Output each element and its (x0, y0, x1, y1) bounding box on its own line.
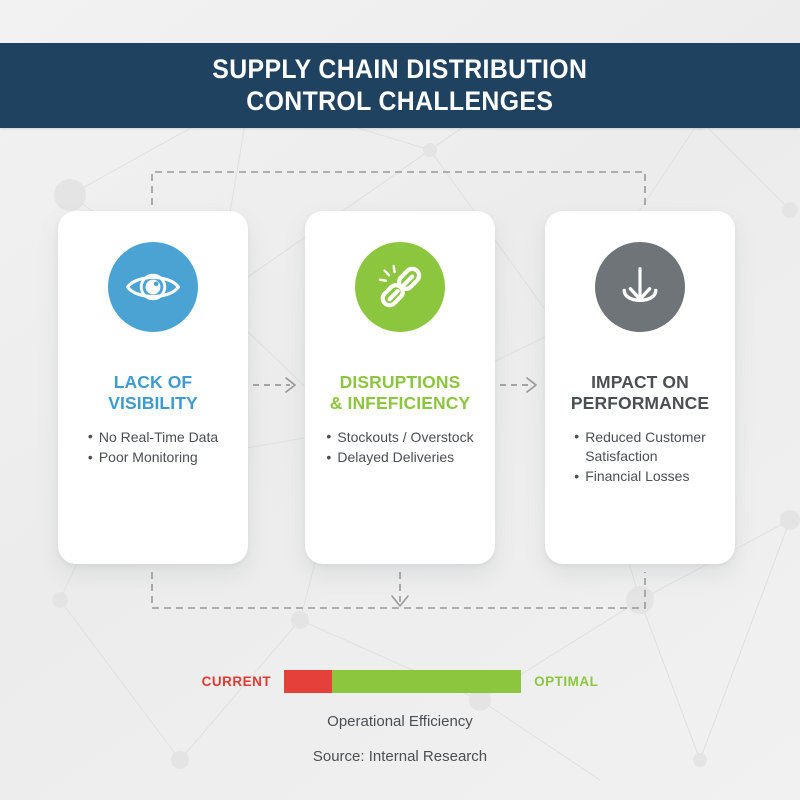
card-title-disruptions: DISRUPTIONS & INFEFICIENCY (324, 372, 476, 415)
list-item: Delayed Deliveries (326, 447, 473, 467)
icon-circle-visibility (108, 242, 198, 332)
meter-label-current: CURRENT (201, 673, 272, 689)
page-title: SUPPLY CHAIN DISTRIBUTION CONTROL CHALLE… (213, 54, 588, 117)
efficiency-meter: CURRENT OPTIMAL (0, 667, 800, 695)
bullet-list-disruptions: Stockouts / Overstock Delayed Deliveries (326, 427, 474, 469)
progress-bar[interactable] (284, 669, 522, 693)
bullet-text: Poor Monitoring (98, 449, 198, 465)
page-title-line-1: SUPPLY CHAIN DISTRIBUTION (212, 54, 588, 85)
list-item: Financial Losses (574, 467, 706, 487)
page-title-line-2: CONTROL CHALLENGES (246, 85, 554, 116)
card-title-line-1: LACK OF (113, 372, 193, 392)
meter-caption: Operational Efficiency (327, 713, 473, 730)
dashed-arrow-right-2 (500, 377, 537, 393)
dashed-arrow-down-icon (391, 595, 409, 607)
bullet-list-impact: Reduced Customer Satisfaction Financial … (574, 427, 706, 488)
dashed-bracket-top (151, 171, 646, 205)
icon-circle-impact (595, 242, 685, 332)
card-title-line-2: VISIBILITY (108, 393, 198, 414)
card-title-impact: IMPACT ON PERFORMANCE (565, 372, 715, 415)
card-lack-of-visibility[interactable]: LACK OF VISIBILITY No Real-Time Data Poo… (58, 211, 248, 564)
bullet-text: Financial Losses (585, 468, 690, 485)
eye-icon (126, 273, 180, 301)
card-title-visibility: LACK OF VISIBILITY (102, 372, 203, 415)
progress-bar-current-segment (284, 669, 332, 693)
bullet-text: Stockouts / Overstock (337, 428, 474, 445)
card-title-line-2: PERFORMANCE (570, 393, 710, 414)
broken-chain-link-icon (378, 264, 422, 308)
meter-source-note: Source: Internal Research (312, 748, 488, 765)
dashed-arrow-right-1 (253, 377, 296, 393)
list-item: Poor Monitoring (88, 447, 218, 467)
header-banner: SUPPLY CHAIN DISTRIBUTION CONTROL CHALLE… (0, 43, 800, 128)
card-impact-on-performance[interactable]: IMPACT ON PERFORMANCE Reduced Customer S… (545, 211, 735, 564)
bullet-text: Reduced Customer (585, 428, 706, 445)
bullet-text-continuation: Satisfaction (585, 448, 658, 464)
download-arrow-icon (622, 267, 658, 303)
icon-circle-disruptions (355, 242, 445, 332)
progress-bar-optimal-segment (331, 669, 522, 693)
bullet-text: No Real-Time Data (98, 428, 219, 445)
bullet-text: Delayed Deliveries (337, 449, 455, 465)
dashed-bracket-bottom (151, 572, 646, 609)
list-item: No Real-Time Data (88, 427, 219, 447)
card-disruptions-inefficiency[interactable]: DISRUPTIONS & INFEFICIENCY Stockouts / O… (305, 211, 495, 564)
card-title-line-1: IMPACT ON (591, 372, 689, 392)
list-item: Reduced Customer Satisfaction (574, 427, 706, 467)
list-item: Stockouts / Overstock (326, 427, 474, 447)
card-title-line-1: DISRUPTIONS (339, 372, 461, 392)
meter-label-optimal: OPTIMAL (534, 673, 599, 689)
bullet-list-visibility: No Real-Time Data Poor Monitoring (88, 427, 219, 469)
card-title-line-2: & INFEFICIENCY (329, 393, 471, 414)
